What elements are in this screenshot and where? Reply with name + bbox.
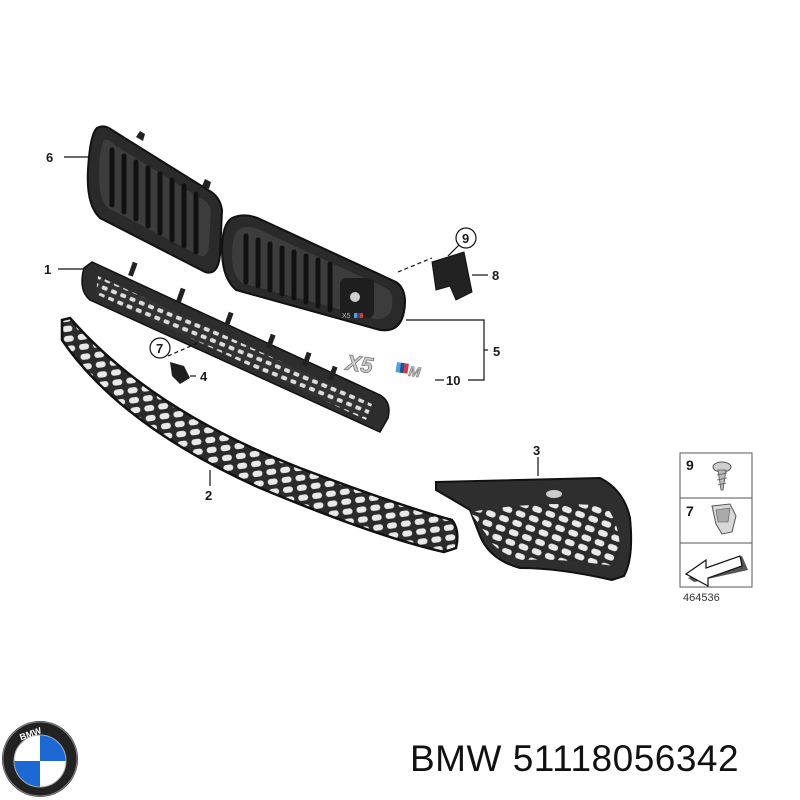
- callout-6: 6: [46, 150, 53, 165]
- leader-lines: [58, 156, 539, 486]
- upper-grille-frame: [81, 261, 390, 433]
- bmw-logo: BMW: [2, 721, 78, 797]
- callout-5: 5: [493, 344, 500, 359]
- legend-number-7: 7: [686, 503, 694, 519]
- legend-number-9: 9: [686, 457, 694, 473]
- badge-m-text: M: [408, 363, 422, 381]
- callout-labels: 6 1 5 10 8 4 2 3 9 7: [44, 150, 540, 503]
- callout-3: 3: [533, 443, 540, 458]
- legend-box: 9 7: [679, 452, 753, 588]
- part-number: 51118056342: [512, 738, 740, 779]
- callout-2: 2: [205, 488, 212, 503]
- diagram-id: 464536: [683, 592, 720, 604]
- callout-1: 1: [44, 262, 51, 277]
- callout-7: 7: [156, 341, 163, 356]
- arrow-plate-icon: [684, 555, 748, 588]
- left-kidney-grille: [86, 125, 224, 274]
- screw-icon: [712, 461, 732, 491]
- clip-icon: [711, 503, 737, 535]
- side-grille: [435, 476, 633, 582]
- brand-name: BMW: [410, 738, 502, 779]
- x5m-badge: X5 M: [342, 349, 422, 381]
- callout-10: 10: [446, 373, 460, 388]
- callout-8: 8: [492, 268, 499, 283]
- clip-part: [170, 362, 190, 384]
- svg-text:X5: X5: [342, 313, 351, 320]
- callout-4: 4: [200, 369, 208, 384]
- bracket: [431, 251, 473, 301]
- badge-model-text: X5: [342, 349, 375, 378]
- lower-grille: [60, 316, 459, 554]
- callout-9: 9: [462, 231, 469, 246]
- right-kidney-grille: X5: [220, 214, 406, 332]
- footer-caption: BMW 51118056342: [410, 738, 790, 788]
